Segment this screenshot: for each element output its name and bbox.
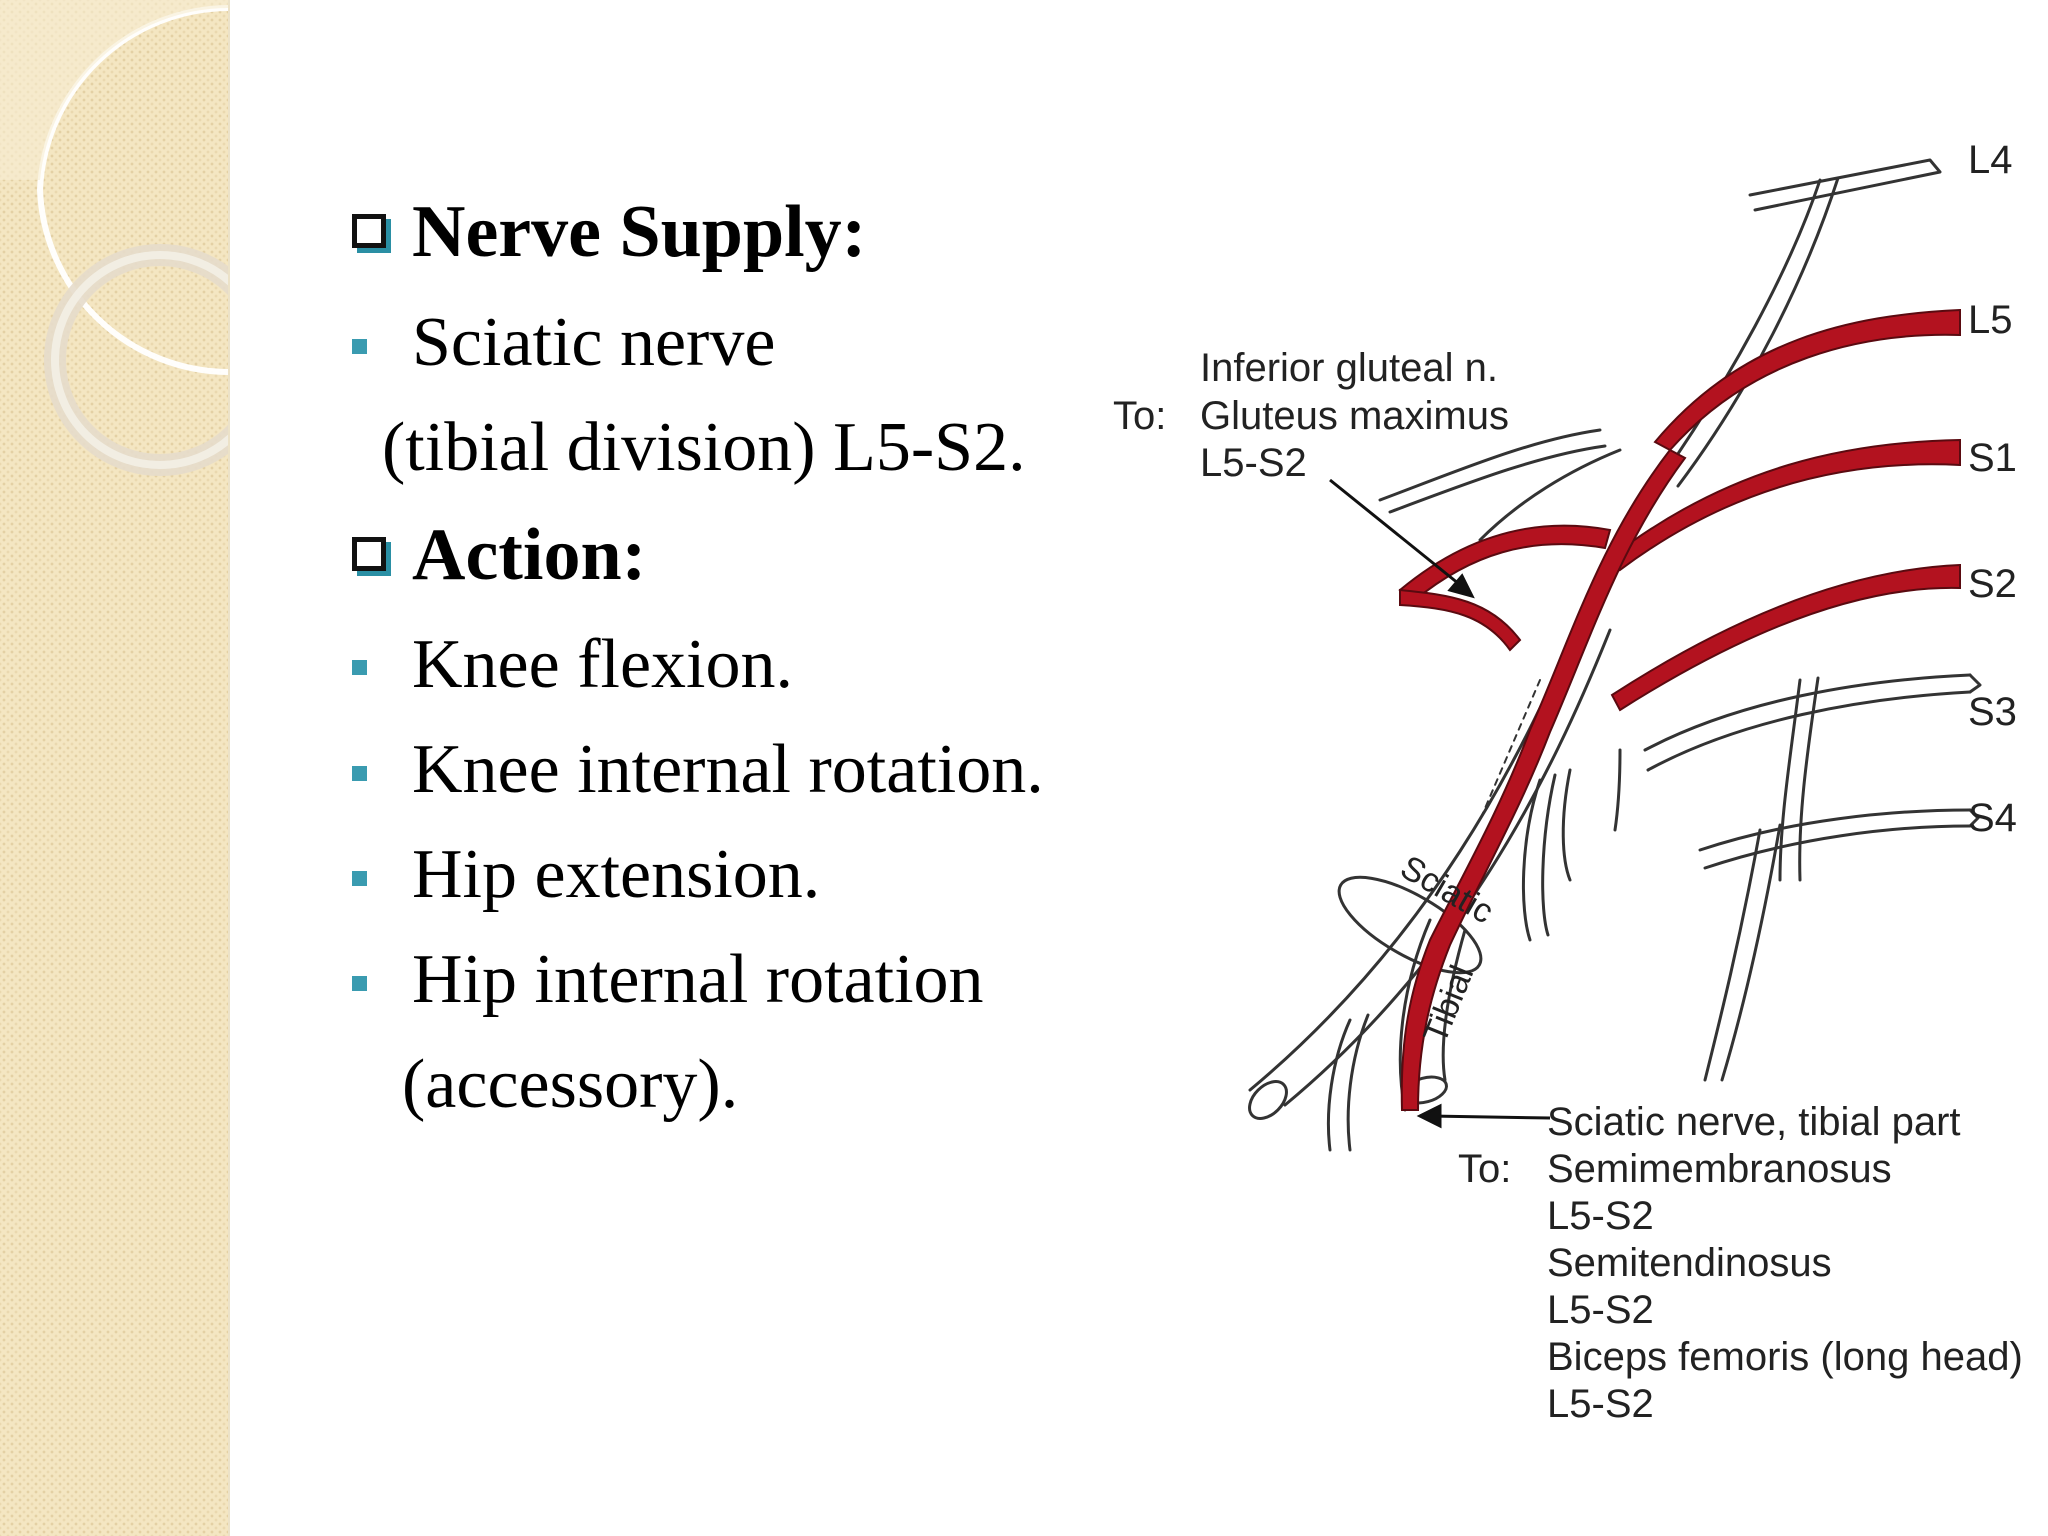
nerve-diagram-drawing [1248, 158, 1982, 1152]
square-bullet-icon [352, 871, 367, 886]
root-label-s2: S2 [1968, 562, 2017, 606]
action-item: Hip extension. [412, 836, 821, 913]
root-label-s1: S1 [1968, 436, 2017, 480]
root-label-l4: L4 [1968, 138, 2013, 182]
sacral-plexus-diagram: L4 L5 S1 S2 S3 S4 Inferior gluteal n. To… [1100, 120, 2048, 1450]
decorative-rings [0, 0, 228, 476]
action-item: (accessory). [402, 1046, 739, 1123]
checkbox-bullet-icon [352, 537, 386, 571]
sciatic-tibial-name: Sciatic nerve, tibial part [1547, 1100, 1961, 1144]
nerve-supply-item: (tibial division) L5-S2. [382, 409, 1026, 486]
square-bullet-icon [352, 976, 367, 991]
action-item: Hip internal rotation [412, 941, 984, 1018]
root-label-l5: L5 [1968, 298, 2013, 342]
square-bullet-icon [352, 766, 367, 781]
slide-text: Nerve Supply: Sciatic nerve (tibial divi… [350, 0, 1110, 1536]
sciatic-tibial-to: To: [1458, 1147, 1512, 1191]
square-bullet-icon [352, 339, 367, 354]
nerve-supply-item: Sciatic nerve [412, 304, 776, 381]
sciatic-target: Semitendinosus [1547, 1241, 1832, 1285]
inferior-gluteal-name: Inferior gluteal n. [1200, 346, 1498, 390]
root-label-s4: S4 [1968, 796, 2017, 840]
sciatic-target: L5-S2 [1547, 1382, 1654, 1426]
inferior-gluteal-to: To: [1113, 394, 1167, 438]
inferior-gluteal-muscle: Gluteus maximus [1200, 394, 1509, 438]
root-label-s3: S3 [1968, 690, 2017, 734]
checkbox-bullet-icon [352, 214, 386, 248]
sciatic-target: Semimembranosus [1547, 1147, 1892, 1191]
sciatic-target: L5-S2 [1547, 1194, 1654, 1238]
sciatic-target: Biceps femoris (long head) [1547, 1335, 2023, 1379]
action-item: Knee internal rotation. [412, 731, 1044, 808]
sciatic-target: L5-S2 [1547, 1288, 1654, 1332]
decorative-side-strip [0, 0, 230, 1536]
inferior-gluteal-level: L5-S2 [1200, 441, 1307, 485]
action-item: Knee flexion. [412, 626, 793, 703]
square-bullet-icon [352, 660, 367, 675]
